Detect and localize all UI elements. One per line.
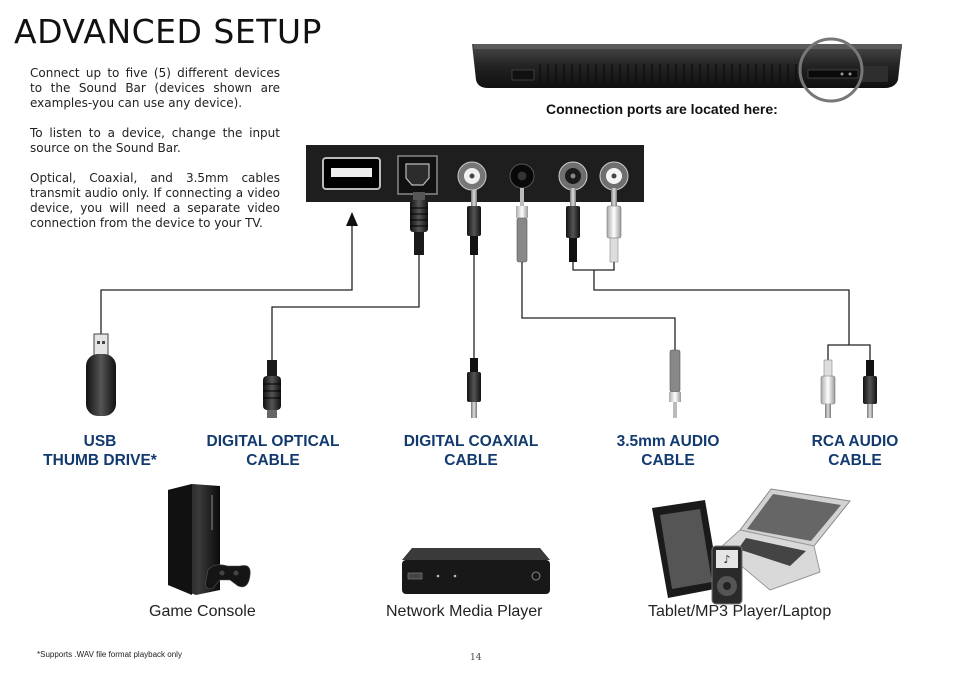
cable-label-line2: CABLE <box>246 452 300 469</box>
optical-plug-upper <box>410 192 428 255</box>
label-rca-audio-cable: RCA AUDIO CABLE <box>790 432 920 470</box>
rca-red-plug-upper <box>566 188 580 262</box>
optical-plug-lower <box>263 360 281 418</box>
coaxial-plug-lower <box>467 358 481 418</box>
label-3-5mm-audio-cable: 3.5mm AUDIO CABLE <box>598 432 738 470</box>
connection-ports-label: Connection ports are located here: <box>546 101 778 117</box>
label-digital-coaxial-cable: DIGITAL COAXIAL CABLE <box>393 432 549 470</box>
label-game-console: Game Console <box>149 603 256 620</box>
label-usb-thumb-drive: USB THUMB DRIVE* <box>40 432 160 470</box>
laptop-image <box>719 488 851 591</box>
cable-label-line1: DIGITAL OPTICAL <box>206 433 340 450</box>
cable-label-line1: DIGITAL COAXIAL <box>403 433 539 450</box>
sound-bar <box>472 44 902 88</box>
tablet-image <box>652 500 720 598</box>
cable-label-line2: CABLE <box>828 452 882 469</box>
music-note-icon: ♪ <box>723 553 730 566</box>
intro-paragraph-1: Connect up to five (5) different devices… <box>30 66 280 110</box>
cable-label-line2: CABLE <box>444 452 498 469</box>
cable-label-line1: RCA AUDIO <box>811 433 899 450</box>
cable-label-line2: CABLE <box>641 452 695 469</box>
arrow-up-icon <box>346 212 358 226</box>
mp3-player-image: ♪ <box>711 545 743 605</box>
intro-paragraph-3: Optical, Coaxial, and 3.5mm cables trans… <box>30 171 280 230</box>
page-number: 14 <box>470 653 482 663</box>
cable-label-line1: 3.5mm AUDIO <box>616 433 720 450</box>
network-media-player-image <box>402 548 550 594</box>
rca-white-plug-lower <box>820 359 836 418</box>
page-title: ADVANCED SETUP <box>14 12 322 51</box>
usb-thumb-drive <box>86 333 116 416</box>
label-network-media-player: Network Media Player <box>386 603 543 620</box>
intro-paragraph-2: To listen to a device, change the input … <box>30 126 280 155</box>
aux-plug-upper <box>516 188 528 263</box>
label-tablet-mp3-laptop: Tablet/MP3 Player/Laptop <box>648 603 832 620</box>
game-console-image <box>168 484 251 595</box>
aux-plug-lower <box>669 349 681 418</box>
wires <box>100 226 871 362</box>
cable-label-line1: USB <box>83 433 117 450</box>
cable-label-line2: THUMB DRIVE* <box>43 452 157 469</box>
footnote: *Supports .WAV file format playback only <box>37 650 182 659</box>
label-digital-optical-cable: DIGITAL OPTICAL CABLE <box>198 432 348 470</box>
port-location-highlight <box>798 37 864 103</box>
rca-red-plug-lower <box>863 360 877 418</box>
rca-white-plug-upper <box>606 188 622 263</box>
coaxial-plug-upper <box>467 190 481 255</box>
